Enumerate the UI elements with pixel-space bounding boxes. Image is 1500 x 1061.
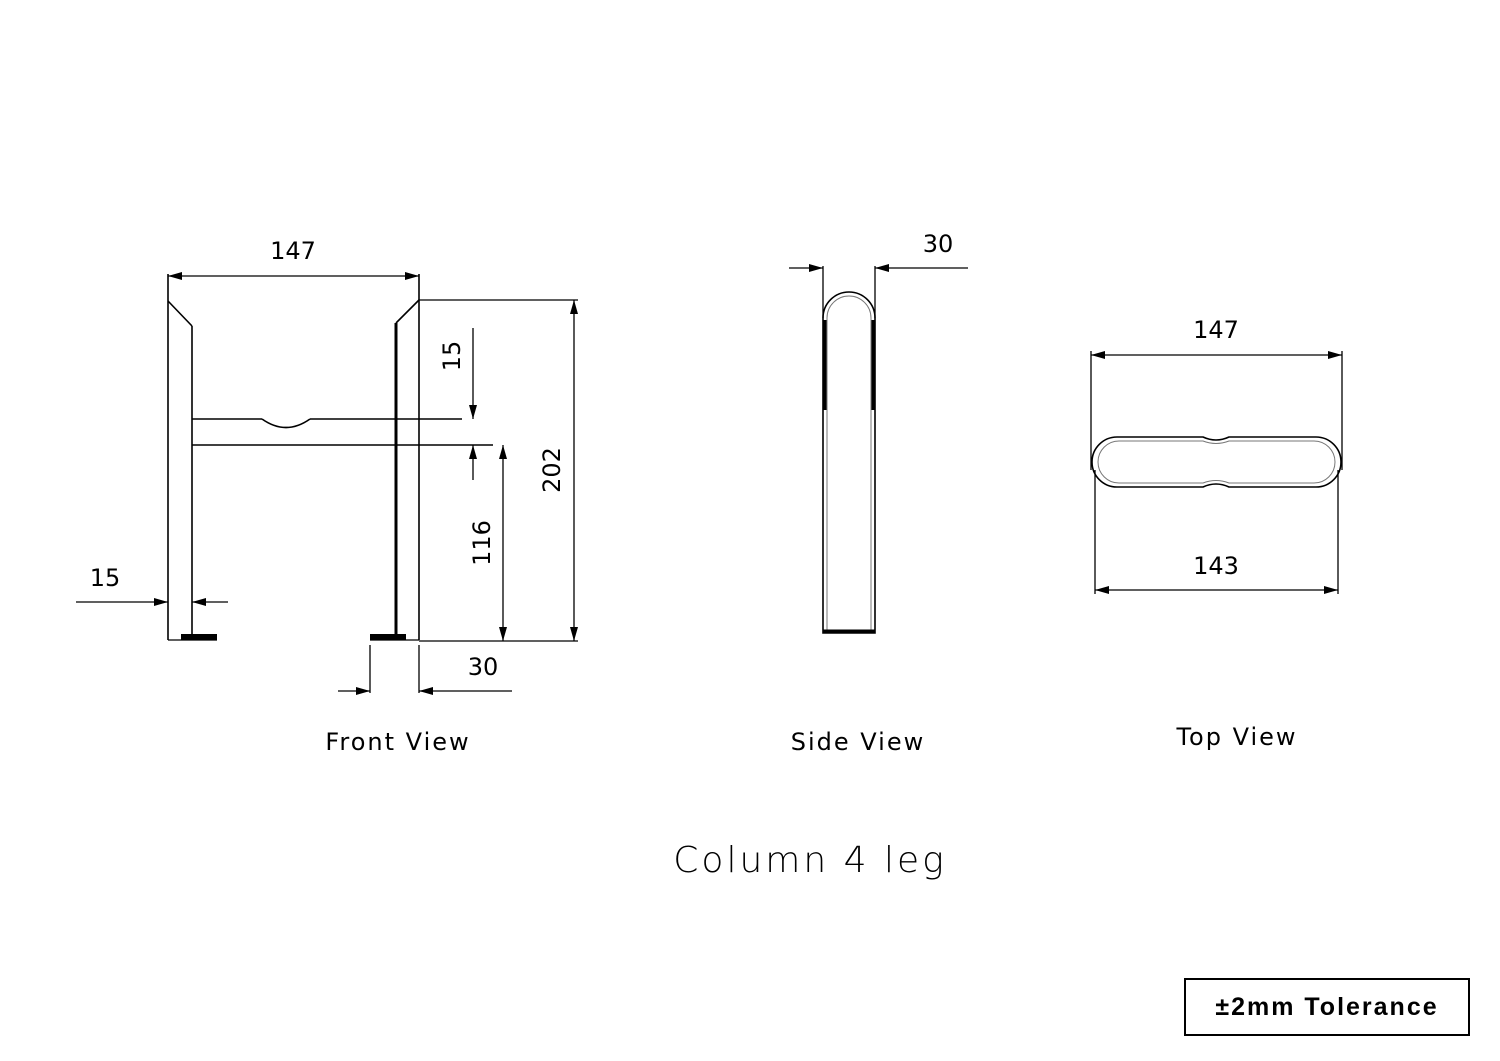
top-view: 147 143 Top View <box>1090 316 1343 751</box>
dim-crossbar-height: 15 <box>438 328 477 480</box>
dim-leg-width: 15 <box>76 564 228 606</box>
dim-label-147-top: 147 <box>1193 316 1239 344</box>
dim-label-30-side: 30 <box>923 230 954 258</box>
dim-label-143: 143 <box>1193 552 1239 580</box>
dim-front-width: 147 <box>168 237 419 280</box>
dim-label-30-foot: 30 <box>468 653 499 681</box>
dim-label-15-crossbar: 15 <box>438 341 466 372</box>
dim-foot-width: 30 <box>338 645 512 695</box>
front-right-leg <box>370 274 420 641</box>
dim-side-depth: 30 <box>789 230 968 318</box>
side-view: 30 Side View <box>789 230 968 756</box>
drawing-title: Column 4 leg <box>673 840 946 881</box>
front-left-leg <box>167 274 217 641</box>
front-crossbar <box>192 418 493 446</box>
dim-front-height: 202 <box>419 299 578 642</box>
front-view: 147 202 15 116 <box>76 237 578 756</box>
top-view-label: Top View <box>1175 723 1297 751</box>
dim-label-147: 147 <box>270 237 316 265</box>
tolerance-box: ±2mm Tolerance <box>1184 978 1470 1036</box>
tolerance-text: ±2mm Tolerance <box>1215 992 1439 1021</box>
front-view-label: Front View <box>325 728 470 756</box>
dim-label-15-leg: 15 <box>90 564 121 592</box>
side-view-label: Side View <box>791 728 925 756</box>
dim-label-202: 202 <box>538 447 566 493</box>
dim-top-outer: 147 <box>1090 316 1343 470</box>
dim-label-116: 116 <box>468 520 496 566</box>
dim-top-inner: 143 <box>1094 470 1339 594</box>
dim-crossbar-from-base: 116 <box>468 445 507 641</box>
